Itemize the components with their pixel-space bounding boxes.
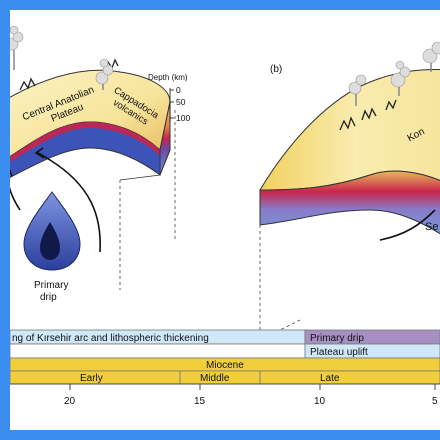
age-tick-15: 15 bbox=[194, 396, 206, 407]
volcano-plume-icon bbox=[348, 74, 367, 106]
region-label-b2: Se bbox=[425, 221, 438, 233]
panel-a: Central Anatolian Plateau Cappadocia vol… bbox=[10, 25, 190, 303]
mantle-flow-arrow bbox=[10, 186, 21, 211]
depth-axis-title: Depth (km) bbox=[148, 73, 188, 82]
depth-tick-0: 0 bbox=[176, 85, 181, 95]
timeline-late: Late bbox=[320, 373, 340, 384]
volcano-plume-icon bbox=[10, 25, 24, 70]
drip-label: Primary bbox=[34, 280, 68, 291]
figure-frame: Central Anatolian Plateau Cappadocia vol… bbox=[10, 10, 440, 430]
mountain-glyphs-b bbox=[339, 99, 397, 131]
panel-b-label: (b) bbox=[270, 64, 282, 75]
tectonic-diagram: Central Anatolian Plateau Cappadocia vol… bbox=[10, 25, 440, 407]
timeline: ng of Kırsehir arc and lithospheric thic… bbox=[10, 329, 440, 407]
mantle-flow-arrow-b bbox=[379, 209, 436, 241]
age-tick-10: 10 bbox=[314, 396, 326, 407]
timeline-primary-drip: Primary drip bbox=[310, 333, 364, 344]
depth-tick-100: 100 bbox=[176, 113, 190, 123]
timeline-thickening: ng of Kırsehir arc and lithospheric thic… bbox=[12, 333, 209, 344]
timeline-early: Early bbox=[80, 373, 103, 384]
volcano-plume-icon bbox=[390, 60, 411, 96]
depth-tick-50: 50 bbox=[176, 97, 186, 107]
panel-b: (b) Kon Se bbox=[259, 41, 440, 341]
mantle-flow-arrow bbox=[37, 152, 101, 253]
lithosphere-front-b bbox=[259, 170, 440, 235]
timeline-plateau-uplift: Plateau uplift bbox=[310, 347, 368, 358]
age-tick-20: 20 bbox=[64, 396, 76, 407]
volcano-plume-icon bbox=[422, 41, 440, 72]
volcano-plume-icon bbox=[95, 58, 114, 90]
timeline-middle: Middle bbox=[200, 373, 230, 384]
timeline-miocene: Miocene bbox=[206, 360, 244, 371]
age-tick-5: 5 bbox=[432, 396, 438, 407]
drip-label-line2: drip bbox=[40, 292, 57, 303]
